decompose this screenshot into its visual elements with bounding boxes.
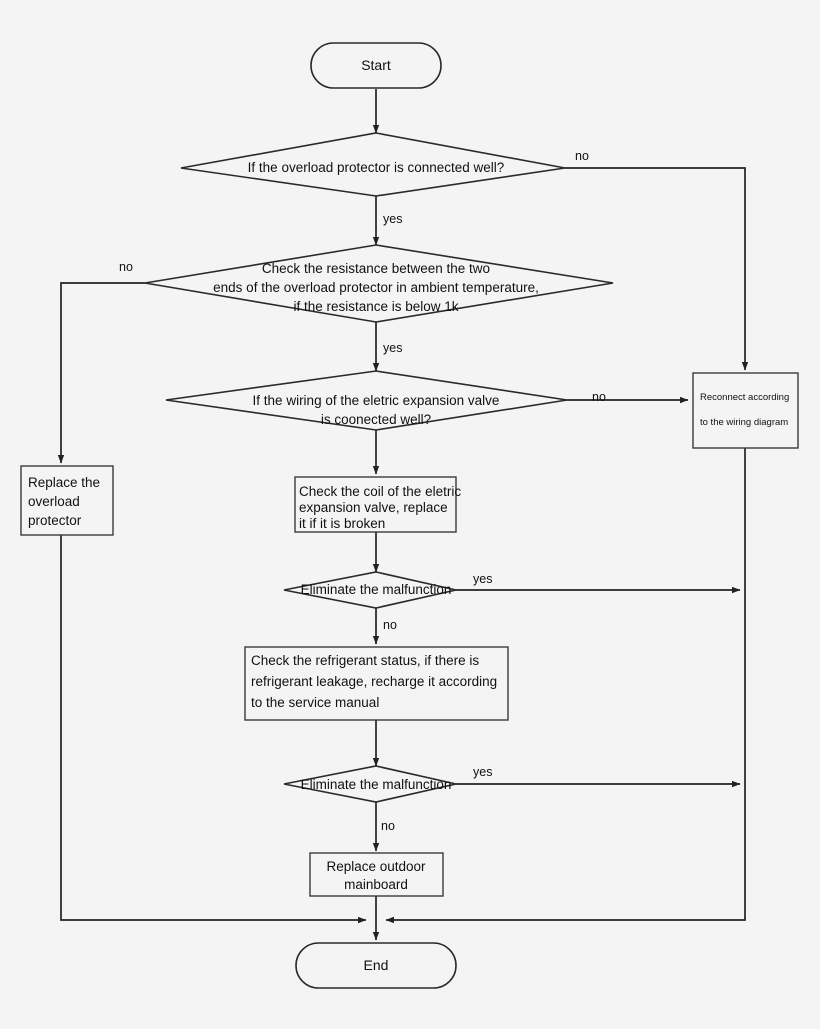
node-decision-resistance-check: Check the resistance between the two end…	[144, 244, 614, 323]
node-end-label: End	[364, 957, 389, 973]
edge-label-eliminate2-yes: yes	[473, 765, 492, 779]
edge-label-d1-yes: yes	[383, 212, 402, 226]
connector-right-rail-to-end-junction	[385, 448, 746, 924]
node-replace-protector-line1: Replace the	[28, 475, 100, 490]
node-refrigerant-line1: Check the refrigerant status, if there i…	[251, 653, 479, 668]
node-start-label: Start	[361, 57, 391, 73]
node-start: Start	[310, 42, 442, 89]
edge-label-d3-no: no	[592, 390, 606, 404]
node-check-coil-line1: Check the coil of the eletric	[299, 484, 461, 499]
node-check-coil-line2: expansion valve, replace	[299, 500, 448, 515]
connector-d1-no-to-reconnect	[565, 167, 749, 371]
node-mainboard-line1: Replace outdoor	[326, 859, 426, 874]
node-decision-overload-connected-label: If the overload protector is connected w…	[248, 160, 505, 175]
connector-d2-no-to-replace-protector	[57, 282, 145, 464]
node-replace-protector-line3: protector	[28, 513, 82, 528]
connector-left-rail-to-end-junction	[60, 535, 367, 924]
edge-label-eliminate2-no: no	[381, 819, 395, 833]
node-check-coil: Check the coil of the eletric expansion …	[294, 476, 461, 533]
node-decision-overload-connected: If the overload protector is connected w…	[180, 132, 566, 197]
node-replace-protector-line2: overload	[28, 494, 80, 509]
edge-label-d1-no: no	[575, 149, 589, 163]
node-reconnect-wiring-line1: Reconnect according	[700, 392, 789, 403]
node-replace-outdoor-mainboard: Replace outdoor mainboard	[309, 852, 444, 897]
node-check-refrigerant: Check the refrigerant status, if there i…	[244, 646, 509, 721]
node-decision-valve-wiring-line1: If the wiring of the eletric expansion v…	[253, 393, 500, 408]
node-refrigerant-line2: refrigerant leakage, recharge it accordi…	[251, 674, 497, 689]
node-decision-eliminate-malfunction-1: Eliminate the malfunction	[283, 571, 457, 609]
node-refrigerant-line3: to the service manual	[251, 695, 379, 710]
node-decision-eliminate-malfunction-2: Eliminate the malfunction	[283, 765, 457, 803]
node-decision-resistance-line2: ends of the overload protector in ambien…	[213, 280, 539, 295]
edge-label-d2-no: no	[119, 260, 133, 274]
node-reconnect-wiring-line2: to the wiring diagram	[700, 417, 788, 428]
node-mainboard-line2: mainboard	[344, 877, 408, 892]
node-decision-resistance-line1: Check the resistance between the two	[262, 261, 490, 276]
node-decision-resistance-line3: if the resistance is below 1k	[293, 299, 458, 314]
node-end: End	[295, 942, 457, 989]
node-decision-valve-wiring-line2: is coonected well?	[321, 412, 431, 427]
edge-label-d2-yes: yes	[383, 341, 402, 355]
node-eliminate2-label: Eliminate the malfunction	[301, 777, 452, 792]
edge-label-eliminate1-no: no	[383, 618, 397, 632]
node-eliminate1-label: Eliminate the malfunction	[301, 582, 452, 597]
node-reconnect-wiring: Reconnect according to the wiring diagra…	[692, 372, 799, 449]
edge-label-eliminate1-yes: yes	[473, 572, 492, 586]
node-check-coil-line3: it if it is broken	[299, 516, 385, 531]
node-replace-overload-protector: Replace the overload protector	[20, 465, 114, 536]
node-decision-valve-wiring: If the wiring of the eletric expansion v…	[165, 370, 568, 431]
